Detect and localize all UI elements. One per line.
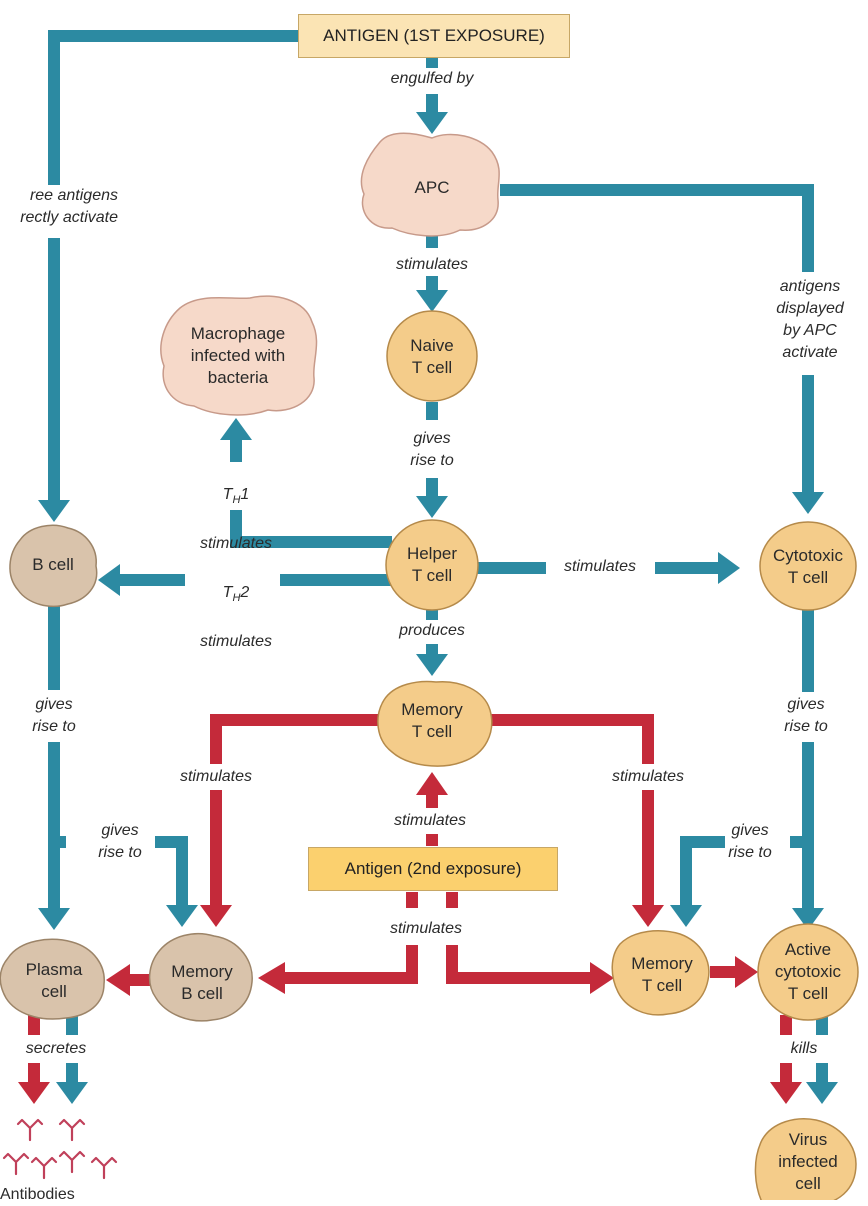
arrow-antigen-to-bcell — [48, 30, 300, 185]
teal-connectors — [48, 30, 828, 1082]
th2-stim: stimulates — [199, 633, 273, 651]
antigen-first-exposure-label: ANTIGEN (1ST EXPOSURE) — [323, 26, 545, 45]
apc-shape — [360, 132, 500, 237]
th1-letter: T — [222, 486, 233, 503]
red-connectors — [28, 714, 792, 1082]
memory-t-top-shape — [377, 680, 493, 767]
virus-infected-shape — [754, 1118, 857, 1200]
red-arrowheads — [18, 772, 802, 1104]
arrow-helper-to-macrophage — [230, 510, 392, 548]
antigen-first-exposure-box: ANTIGEN (1ST EXPOSURE) — [298, 14, 570, 58]
teal-arrowheads — [38, 112, 838, 1104]
label-gives-rise-cyto: gives rise to — [784, 696, 828, 735]
label-gives-rise-memt: gives rise to — [728, 822, 772, 861]
cells — [0, 132, 859, 1200]
label-stimulates-left: stimulates — [179, 768, 253, 785]
label-antigens-displayed: antigens displayed by APC activate — [776, 278, 844, 361]
label-stimulates-right: stimulates — [611, 768, 685, 785]
antigen-second-exposure-label: Antigen (2nd exposure) — [344, 859, 522, 878]
antibodies-icon — [2, 1118, 118, 1180]
antigen-second-exposure-box: Antigen (2nd exposure) — [308, 847, 558, 891]
label-stimulates-apc: stimulates — [395, 256, 469, 273]
label-stimulates-up: stimulates — [393, 812, 467, 829]
memory-t-right-shape — [611, 930, 710, 1016]
plasma-shape — [0, 938, 105, 1020]
cytotoxic-t-shape — [759, 521, 857, 611]
label-gives-rise-helper: gives rise to — [410, 430, 454, 469]
label-kills: kills — [790, 1040, 818, 1057]
macrophage-shape — [160, 295, 318, 416]
label-th1-stimulates: TH1 stimulates — [176, 462, 296, 555]
bcell-shape — [9, 524, 98, 608]
helper-t-shape — [385, 519, 479, 611]
label-antibodies: Antibodies — [0, 1186, 75, 1203]
th2-letter: T — [222, 584, 233, 601]
label-stimulates-down: stimulates — [389, 920, 463, 937]
th2-num: 2 — [240, 584, 250, 601]
label-gives-rise-b: gives rise to — [32, 696, 76, 735]
label-secretes: secretes — [25, 1040, 87, 1057]
memory-b-shape — [148, 932, 253, 1022]
arrow-memoryt-to-memorytright — [490, 714, 654, 764]
arrow-memoryt-to-memoryb — [210, 714, 378, 764]
active-cytotoxic-shape — [757, 923, 859, 1021]
naive-t-shape — [386, 310, 478, 402]
label-gives-rise-memb: gives rise to — [98, 822, 142, 861]
th1-num: 1 — [240, 486, 250, 503]
arrow-apc-to-cytotoxic — [500, 184, 814, 272]
label-produces: produces — [399, 622, 465, 639]
label-stimulates-cytotoxic: stimulates — [563, 558, 637, 575]
label-free-antigens: ree antigens rectly activate — [20, 187, 118, 226]
th1-sub: H — [232, 494, 241, 507]
label-th2-stimulates: TH2 stimulates — [176, 560, 296, 653]
label-engulfed-by: engulfed by — [390, 70, 474, 87]
th1-stim: stimulates — [199, 535, 273, 553]
th2-sub: H — [232, 592, 241, 605]
